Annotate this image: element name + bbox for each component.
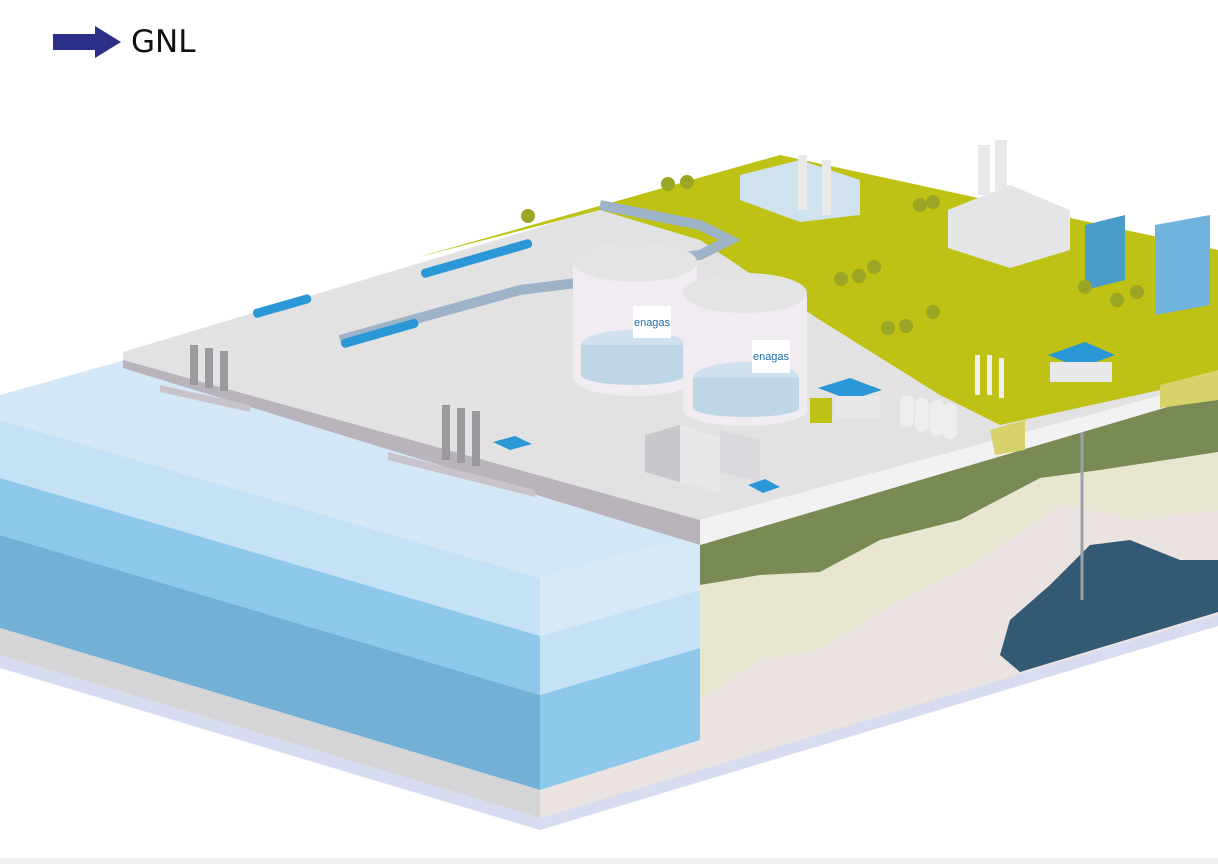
trees — [521, 175, 1144, 335]
enagas-logo — [633, 306, 671, 338]
legend: GNL — [53, 24, 195, 60]
ground-cross-section — [540, 392, 1218, 818]
lng-tank-2: enagas — [683, 273, 807, 426]
footer-bar — [0, 858, 1218, 864]
gas-reservoir — [1000, 540, 1218, 672]
enagas-logo-text: enagas — [753, 351, 790, 363]
enagas-logo-text: enagas — [634, 317, 671, 329]
lng-tank-1: enagas — [573, 242, 697, 396]
legend-label: GNL — [131, 24, 196, 60]
enagas-logo — [752, 340, 790, 373]
buildings — [493, 140, 1210, 493]
sea-block — [0, 360, 700, 818]
arrow-right-icon — [53, 26, 121, 58]
